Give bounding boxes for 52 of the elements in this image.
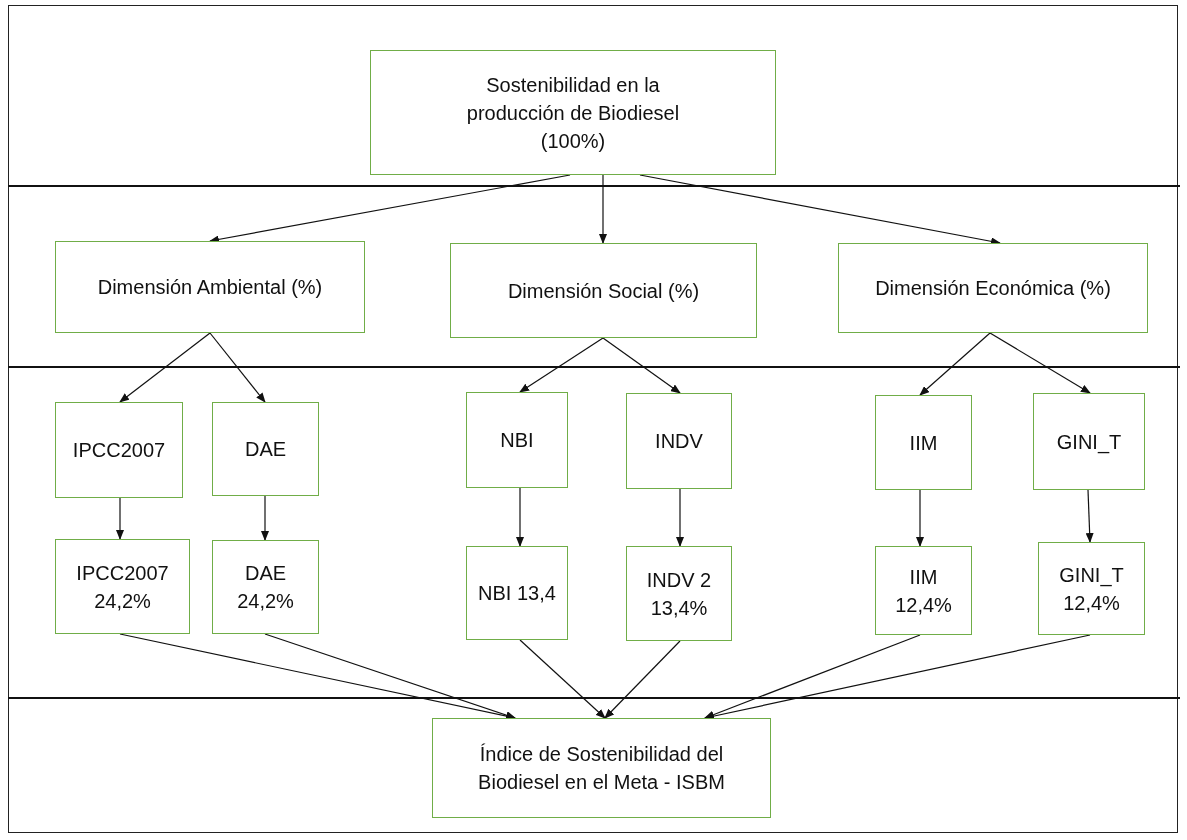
arrow [519,639,606,719]
process-box [1033,393,1145,490]
node-text: IIM [909,430,938,456]
node-text: Índice de Sostenibilidad del Biodiesel en el Meta - ISBM [477,742,726,795]
node-text: IPCC2007 [72,438,166,463]
arrow [919,332,991,396]
process-box [370,50,776,175]
process-box [626,393,732,489]
arrow [599,174,607,244]
node-text: DAE [244,437,287,462]
node-text: INDV 2 13,4% [645,567,713,621]
process-box [55,402,183,498]
arrow [516,487,524,547]
arrow [604,640,681,719]
node-text: Sostenibilidad en la producción de Biodiesel (100%) [465,72,681,154]
arrow [119,332,211,403]
process-box [875,395,972,490]
arrow [916,489,924,547]
node-text: NBI [500,428,534,453]
node-text: Dimensión Social (%) [507,278,700,304]
process-box [466,546,568,640]
arrow [704,634,1091,720]
process-box [466,392,568,488]
arrow [519,337,604,393]
process-box [1038,542,1145,635]
node-text: IPCC2007 24,2% [75,560,170,614]
arrow [989,332,1091,394]
node-text: GINI_T [1056,429,1122,456]
arrow [676,488,684,547]
node-text: GINI_T 12,4% [1058,562,1125,616]
node-text: IIM 12,4% [894,564,953,618]
arrow [209,332,266,403]
process-box [212,540,319,634]
node-text: Dimensión Ambiental (%) [97,275,323,300]
process-box [626,546,732,641]
node-text: INDV [655,429,703,454]
arrow [1085,489,1094,543]
node-text: NBI 13,4 [478,581,556,606]
process-box [450,243,757,338]
process-box [55,539,190,634]
arrow [116,497,124,540]
arrow [264,633,516,719]
process-box [838,243,1148,333]
process-box [875,546,972,635]
node-text: DAE 24,2% [236,561,295,614]
process-box [212,402,319,496]
node-text: Dimensión Económica (%) [875,276,1111,301]
arrow [261,495,269,541]
arrow [704,634,921,719]
process-box [432,718,771,818]
arrow [602,337,681,394]
process-box [55,241,365,333]
